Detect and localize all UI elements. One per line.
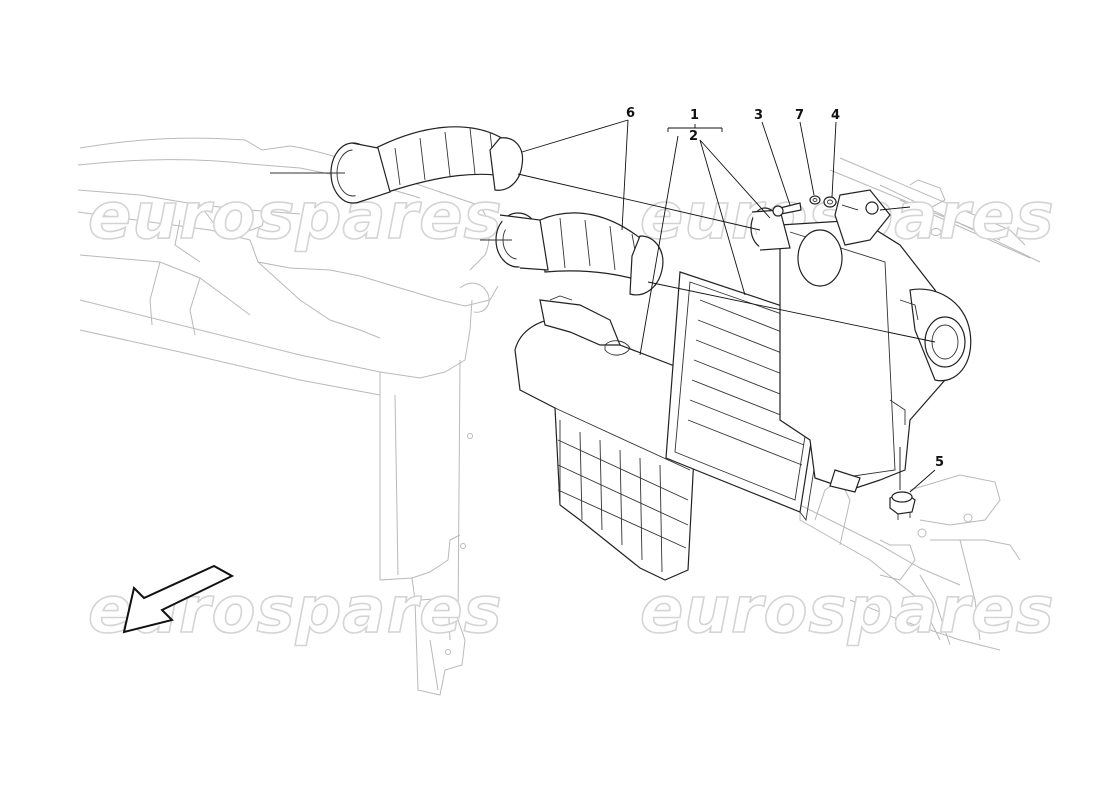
- callout-labels: 1 2 3 4 5 6 7: [626, 106, 944, 470]
- upper-intake-hose: [270, 126, 524, 204]
- callout-5: 5: [935, 455, 944, 470]
- lower-intake-hose: [480, 212, 664, 296]
- airbox-upper-housing: [779, 189, 972, 493]
- callout-4: 4: [831, 108, 840, 123]
- callout-1: 1: [690, 108, 699, 123]
- airbox-lower-housing: [514, 295, 699, 581]
- background-body-structure: [77, 137, 1041, 696]
- direction-arrow: [122, 564, 235, 634]
- watermark-group: eurospares eurospares eurospares eurospa…: [87, 179, 1055, 649]
- callout-7: 7: [795, 108, 804, 123]
- fastener-set: [772, 195, 837, 217]
- leader-lines: [517, 119, 936, 493]
- callout-3: 3: [754, 108, 763, 123]
- callout-6: 6: [626, 106, 635, 121]
- callout-2: 2: [689, 129, 698, 144]
- rubber-grommet: [889, 491, 916, 520]
- watermark-bottom-right: eurospares: [640, 574, 1055, 648]
- watermark-top-left: eurospares: [88, 180, 503, 254]
